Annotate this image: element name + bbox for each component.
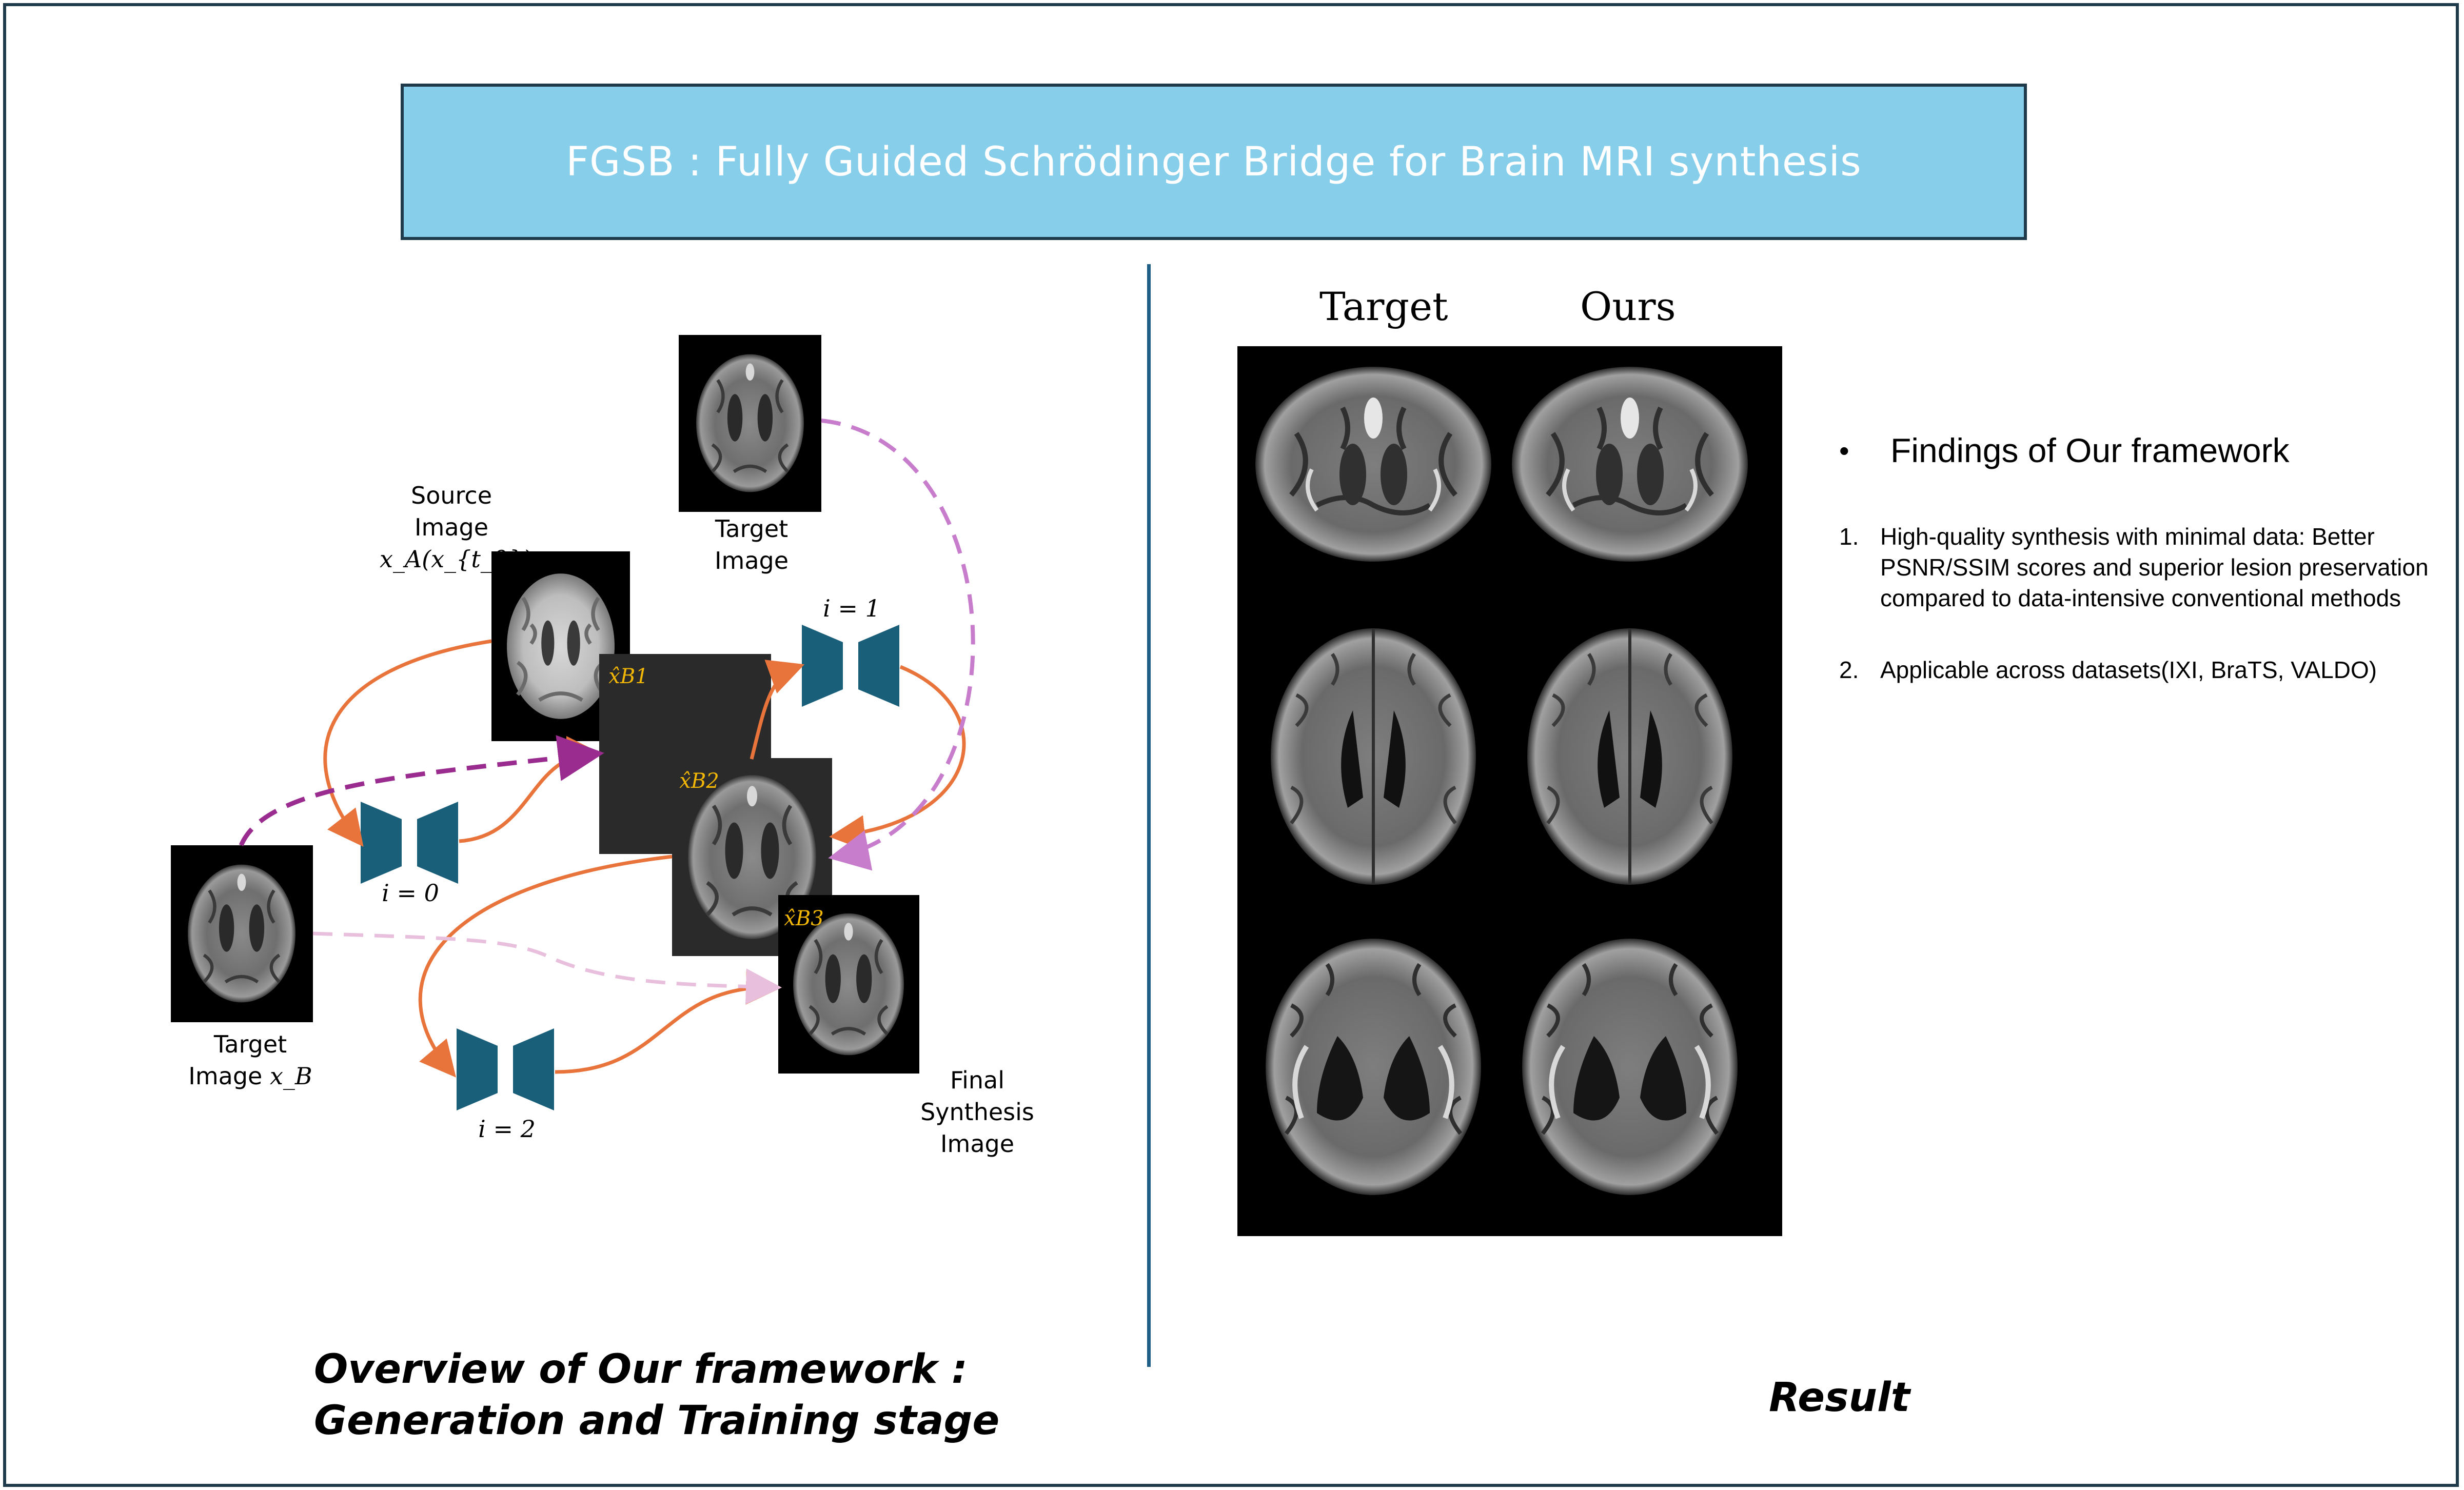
bullet-icon: • <box>1839 434 1849 467</box>
xb2-label: x̂B2 <box>679 769 719 793</box>
target-xb-label: Target Image x_B <box>188 1030 312 1090</box>
network-i0 <box>361 802 458 884</box>
findings-panel: • Findings of Our framework 1. High-qual… <box>1839 431 2429 685</box>
xb3-label: x̂B3 <box>784 907 824 930</box>
result-brains <box>1237 346 1782 1236</box>
source-brain <box>507 573 615 719</box>
network-i1 <box>802 625 899 707</box>
title-banner: FGSB : Fully Guided Schrödinger Bridge f… <box>401 84 2027 240</box>
arrow-i1-to-b2 <box>829 665 966 851</box>
result-ours-row2 <box>1527 628 1732 885</box>
result-ours-row3 <box>1522 939 1738 1195</box>
findings-heading: • Findings of Our framework <box>1839 431 2290 469</box>
result-target-row2 <box>1271 628 1476 885</box>
network-i1-label: i = 1 <box>823 594 880 622</box>
col-head-target: Target <box>1319 284 1448 329</box>
caption-left: Overview of Our framework : Generation a… <box>314 1346 1000 1444</box>
result-ours-row1 <box>1512 367 1748 562</box>
target-brain-top <box>696 354 804 492</box>
col-head-ours: Ours <box>1580 284 1676 329</box>
arrow-i2-to-final <box>555 968 782 1074</box>
finding-item-1: 1. High-quality synthesis with minimal d… <box>1839 523 2429 611</box>
dashed-xb-to-b1 <box>239 735 604 846</box>
result-target-row1 <box>1255 367 1491 562</box>
result-target-row3 <box>1266 939 1481 1195</box>
poster-title: FGSB : Fully Guided Schrödinger Bridge f… <box>566 138 1862 185</box>
target-top-label: Target Image <box>714 515 789 574</box>
dashed-target-to-b2 <box>821 419 975 871</box>
arrow-source-to-i0 <box>323 639 492 847</box>
xb1-label: x̂B1 <box>608 665 648 688</box>
target-brain-xb <box>188 865 295 1003</box>
network-i2-label: i = 2 <box>478 1115 536 1143</box>
finding-item-2: 2. Applicable across datasets(IXI, BraTS… <box>1839 657 2377 683</box>
final-synthesis-label: Final Synthesis Image <box>920 1066 1034 1158</box>
network-i0-label: i = 0 <box>382 879 439 907</box>
arrow-b1-to-i1 <box>750 660 805 760</box>
section-divider <box>1147 264 1151 1367</box>
result-panel <box>1237 346 1782 1236</box>
poster-frame <box>3 3 2459 1487</box>
final-brain <box>793 913 904 1055</box>
caption-right: Result <box>1769 1375 1910 1421</box>
network-i2 <box>457 1028 554 1110</box>
source-label: Source Image x_A(x_{t_0}) <box>380 482 532 573</box>
